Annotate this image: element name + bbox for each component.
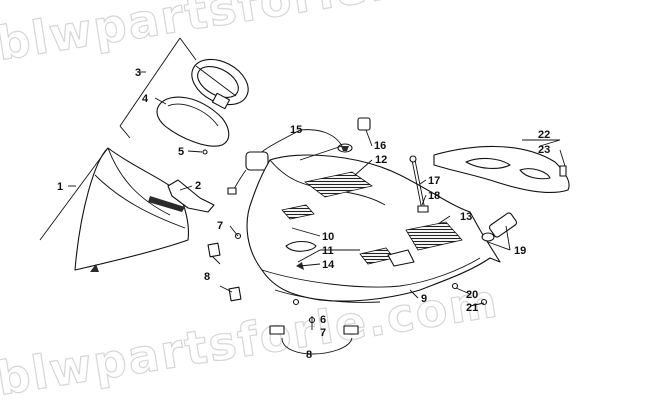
bracket-part	[167, 179, 215, 213]
pads-part	[207, 242, 359, 335]
callout-19: 19	[514, 245, 526, 257]
handle-part	[481, 212, 518, 242]
callout-21: 21	[466, 302, 478, 314]
callout-4: 4	[142, 93, 149, 105]
watermark-top: blwpartsforle.com	[0, 0, 502, 71]
connector-part	[227, 151, 269, 195]
callout-18: 18	[428, 190, 440, 202]
callout-8b: 8	[306, 349, 312, 361]
callout-23: 23	[538, 144, 550, 156]
callout-14: 14	[322, 259, 335, 271]
top-panel-part	[433, 145, 570, 193]
callout-5: 5	[178, 146, 184, 158]
gauge-part	[191, 58, 249, 110]
callout-17: 17	[428, 175, 440, 187]
knob-part	[337, 117, 371, 153]
callout-2: 2	[195, 180, 201, 192]
callout-3: 3	[135, 67, 141, 79]
callout-1: 1	[57, 181, 63, 193]
callouts: 1 2 3 4 5 6 7 7 8 8 9 10 11 12 13 14 15 …	[57, 67, 550, 361]
hardware-parts	[202, 149, 488, 324]
callout-16: 16	[374, 140, 386, 152]
callout-9: 9	[421, 293, 427, 305]
bezel-part	[156, 96, 230, 147]
leader-lines	[39, 37, 566, 355]
callout-11: 11	[322, 245, 334, 257]
windshield-part	[74, 147, 189, 272]
callout-8a: 8	[204, 271, 210, 283]
callout-12: 12	[375, 154, 387, 166]
callout-15: 15	[290, 124, 302, 136]
callout-20: 20	[466, 289, 478, 301]
callout-7b: 7	[320, 327, 326, 339]
callout-10: 10	[322, 231, 334, 243]
callout-6: 6	[320, 314, 326, 326]
callout-7a: 7	[217, 220, 223, 232]
callout-22: 22	[538, 129, 550, 141]
callout-13: 13	[460, 211, 472, 223]
